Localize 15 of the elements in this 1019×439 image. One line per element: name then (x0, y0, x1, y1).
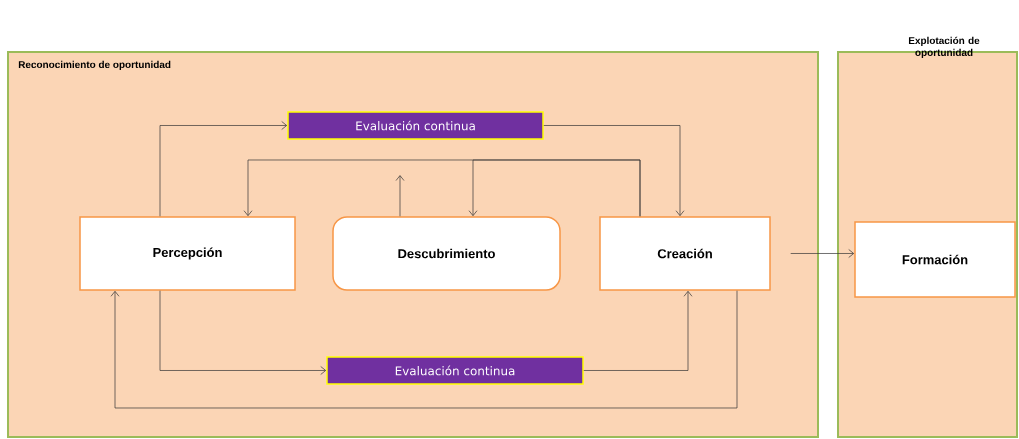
arrow (395, 175, 405, 217)
node-label: Explotación de (908, 36, 980, 47)
arrow (110, 290, 738, 409)
process-box: Formación (854, 221, 1016, 298)
arrow (790, 249, 855, 258)
process-box: Descubrimiento (332, 216, 561, 291)
process-box: Percepción (79, 216, 296, 291)
evaluation-tag: Evaluación continua (287, 111, 544, 140)
arrow (468, 159, 641, 217)
arrow (543, 125, 685, 217)
arrow (583, 290, 693, 371)
process-box: Creación (599, 216, 771, 291)
evaluation-tag: Evaluación continua (326, 356, 584, 385)
arrow (159, 121, 288, 217)
arrow (159, 290, 327, 375)
